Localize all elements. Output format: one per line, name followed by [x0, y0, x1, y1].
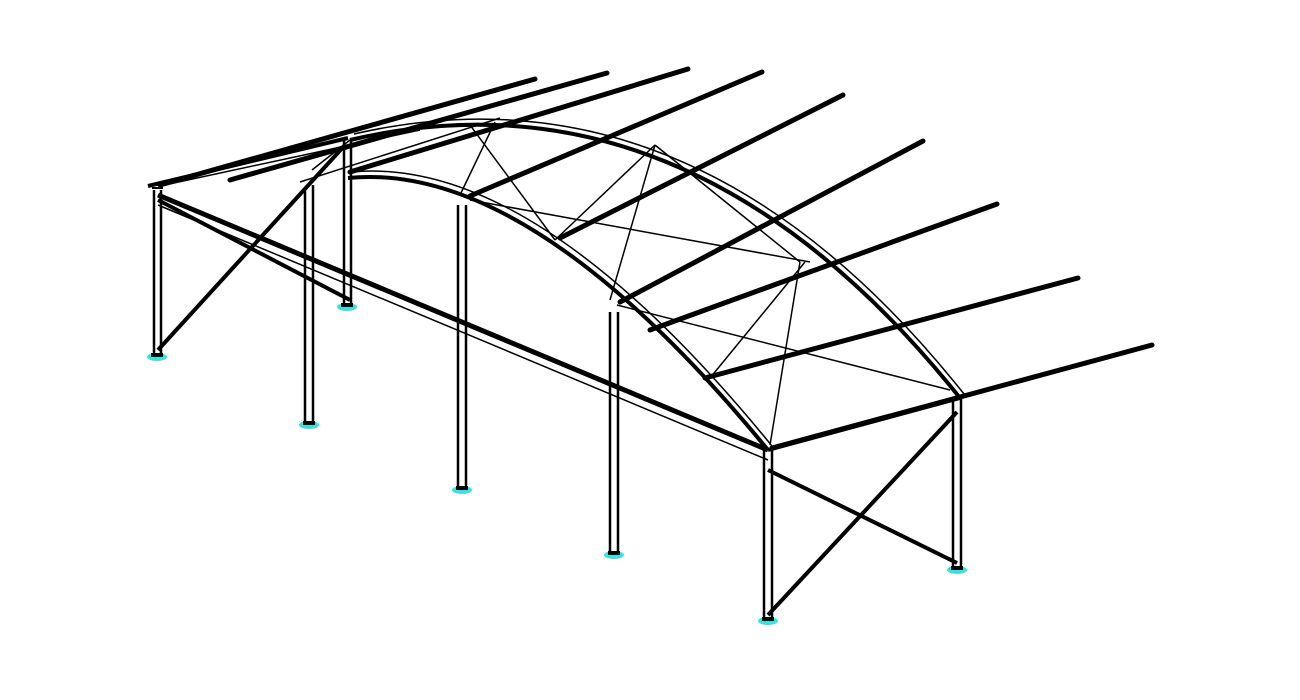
- base-plate-1: [151, 353, 163, 357]
- column-4: [608, 312, 620, 553]
- column-back-right: [951, 398, 963, 568]
- base-plate-6: [762, 617, 774, 621]
- base-plate-7: [951, 566, 963, 570]
- roof-x-bracing: [159, 117, 951, 446]
- end-bracing: [156, 143, 959, 617]
- base-plate-3: [303, 421, 315, 425]
- purlins: [157, 66, 1155, 451]
- column-2: [303, 185, 315, 423]
- footings-group: [147, 303, 967, 625]
- columns-group: [152, 140, 963, 620]
- base-plate-4: [456, 486, 468, 490]
- column-front-left: [152, 187, 163, 355]
- base-plate-2: [341, 303, 353, 307]
- eave-beam-front: [157, 192, 769, 461]
- column-back-left: [342, 140, 353, 305]
- base-plate-5: [608, 551, 620, 555]
- column-3: [456, 205, 468, 488]
